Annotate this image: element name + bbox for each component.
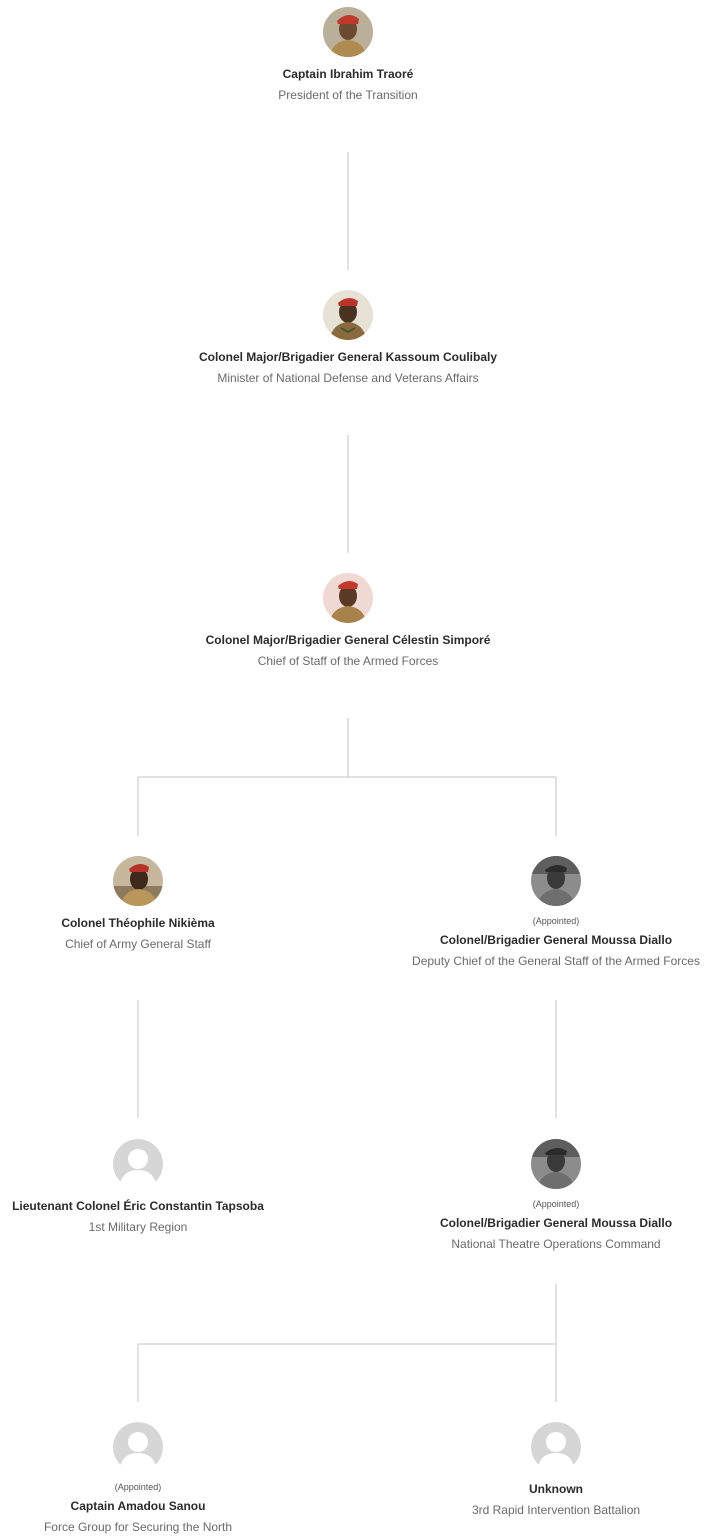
person-role: Chief of Army General Staff (65, 937, 211, 951)
person-name: Colonel Major/Brigadier General Kassoum … (198, 350, 498, 364)
org-node-unknown: Unknown 3rd Rapid Intervention Battalion (396, 1422, 711, 1518)
appointed-label: (Appointed) (532, 916, 580, 926)
person-role: Deputy Chief of the General Staff of the… (412, 954, 700, 968)
person-role: President of the Transition (278, 88, 418, 102)
org-node-sanou: (Appointed) Captain Amadou Sanou Force G… (0, 1422, 298, 1535)
org-node-traore: Captain Ibrahim Traoré President of the … (188, 7, 508, 103)
person-name: Colonel/Brigadier General Moussa Diallo (439, 1216, 673, 1230)
person-name: Unknown (529, 1482, 583, 1496)
photo-red-beret-icon (323, 290, 373, 340)
org-node-nikiema: Colonel Théophile Nikièma Chief of Army … (0, 856, 298, 952)
org-node-simpore: Colonel Major/Brigadier General Célestin… (168, 573, 528, 669)
appointed-label: (Appointed) (532, 1199, 580, 1209)
photo-grayscale-icon (531, 1139, 581, 1189)
person-name: Colonel Major/Brigadier General Célestin… (205, 633, 491, 647)
person-role: 1st Military Region (88, 1220, 188, 1234)
photo-red-beret-icon (323, 573, 373, 623)
org-node-diallo-deputy: (Appointed) Colonel/Brigadier General Mo… (376, 856, 711, 969)
photo-red-beret-icon (113, 856, 163, 906)
appointed-label: (Appointed) (114, 1482, 162, 1492)
placeholder-person-icon (113, 1422, 163, 1472)
placeholder-person-icon (531, 1422, 581, 1472)
person-name: Captain Amadou Sanou (70, 1499, 206, 1513)
person-role: Chief of Staff of the Armed Forces (257, 654, 439, 668)
person-role: National Theatre Operations Command (451, 1237, 661, 1251)
person-name: Colonel/Brigadier General Moussa Diallo (439, 933, 673, 947)
org-node-diallo-theatre: (Appointed) Colonel/Brigadier General Mo… (376, 1139, 711, 1252)
org-node-tapsoba: Lieutenant Colonel Éric Constantin Tapso… (0, 1139, 318, 1235)
person-role: Minister of National Defense and Veteran… (217, 371, 479, 385)
person-role: Force Group for Securing the North (43, 1520, 233, 1534)
placeholder-person-icon (113, 1139, 163, 1189)
person-name: Lieutenant Colonel Éric Constantin Tapso… (12, 1199, 264, 1213)
person-name: Captain Ibrahim Traoré (282, 67, 414, 81)
photo-red-beret-icon (323, 7, 373, 57)
org-node-coulibaly: Colonel Major/Brigadier General Kassoum … (168, 290, 528, 386)
person-name: Colonel Théophile Nikièma (61, 916, 215, 930)
person-role: 3rd Rapid Intervention Battalion (471, 1503, 641, 1517)
photo-grayscale-icon (531, 856, 581, 906)
